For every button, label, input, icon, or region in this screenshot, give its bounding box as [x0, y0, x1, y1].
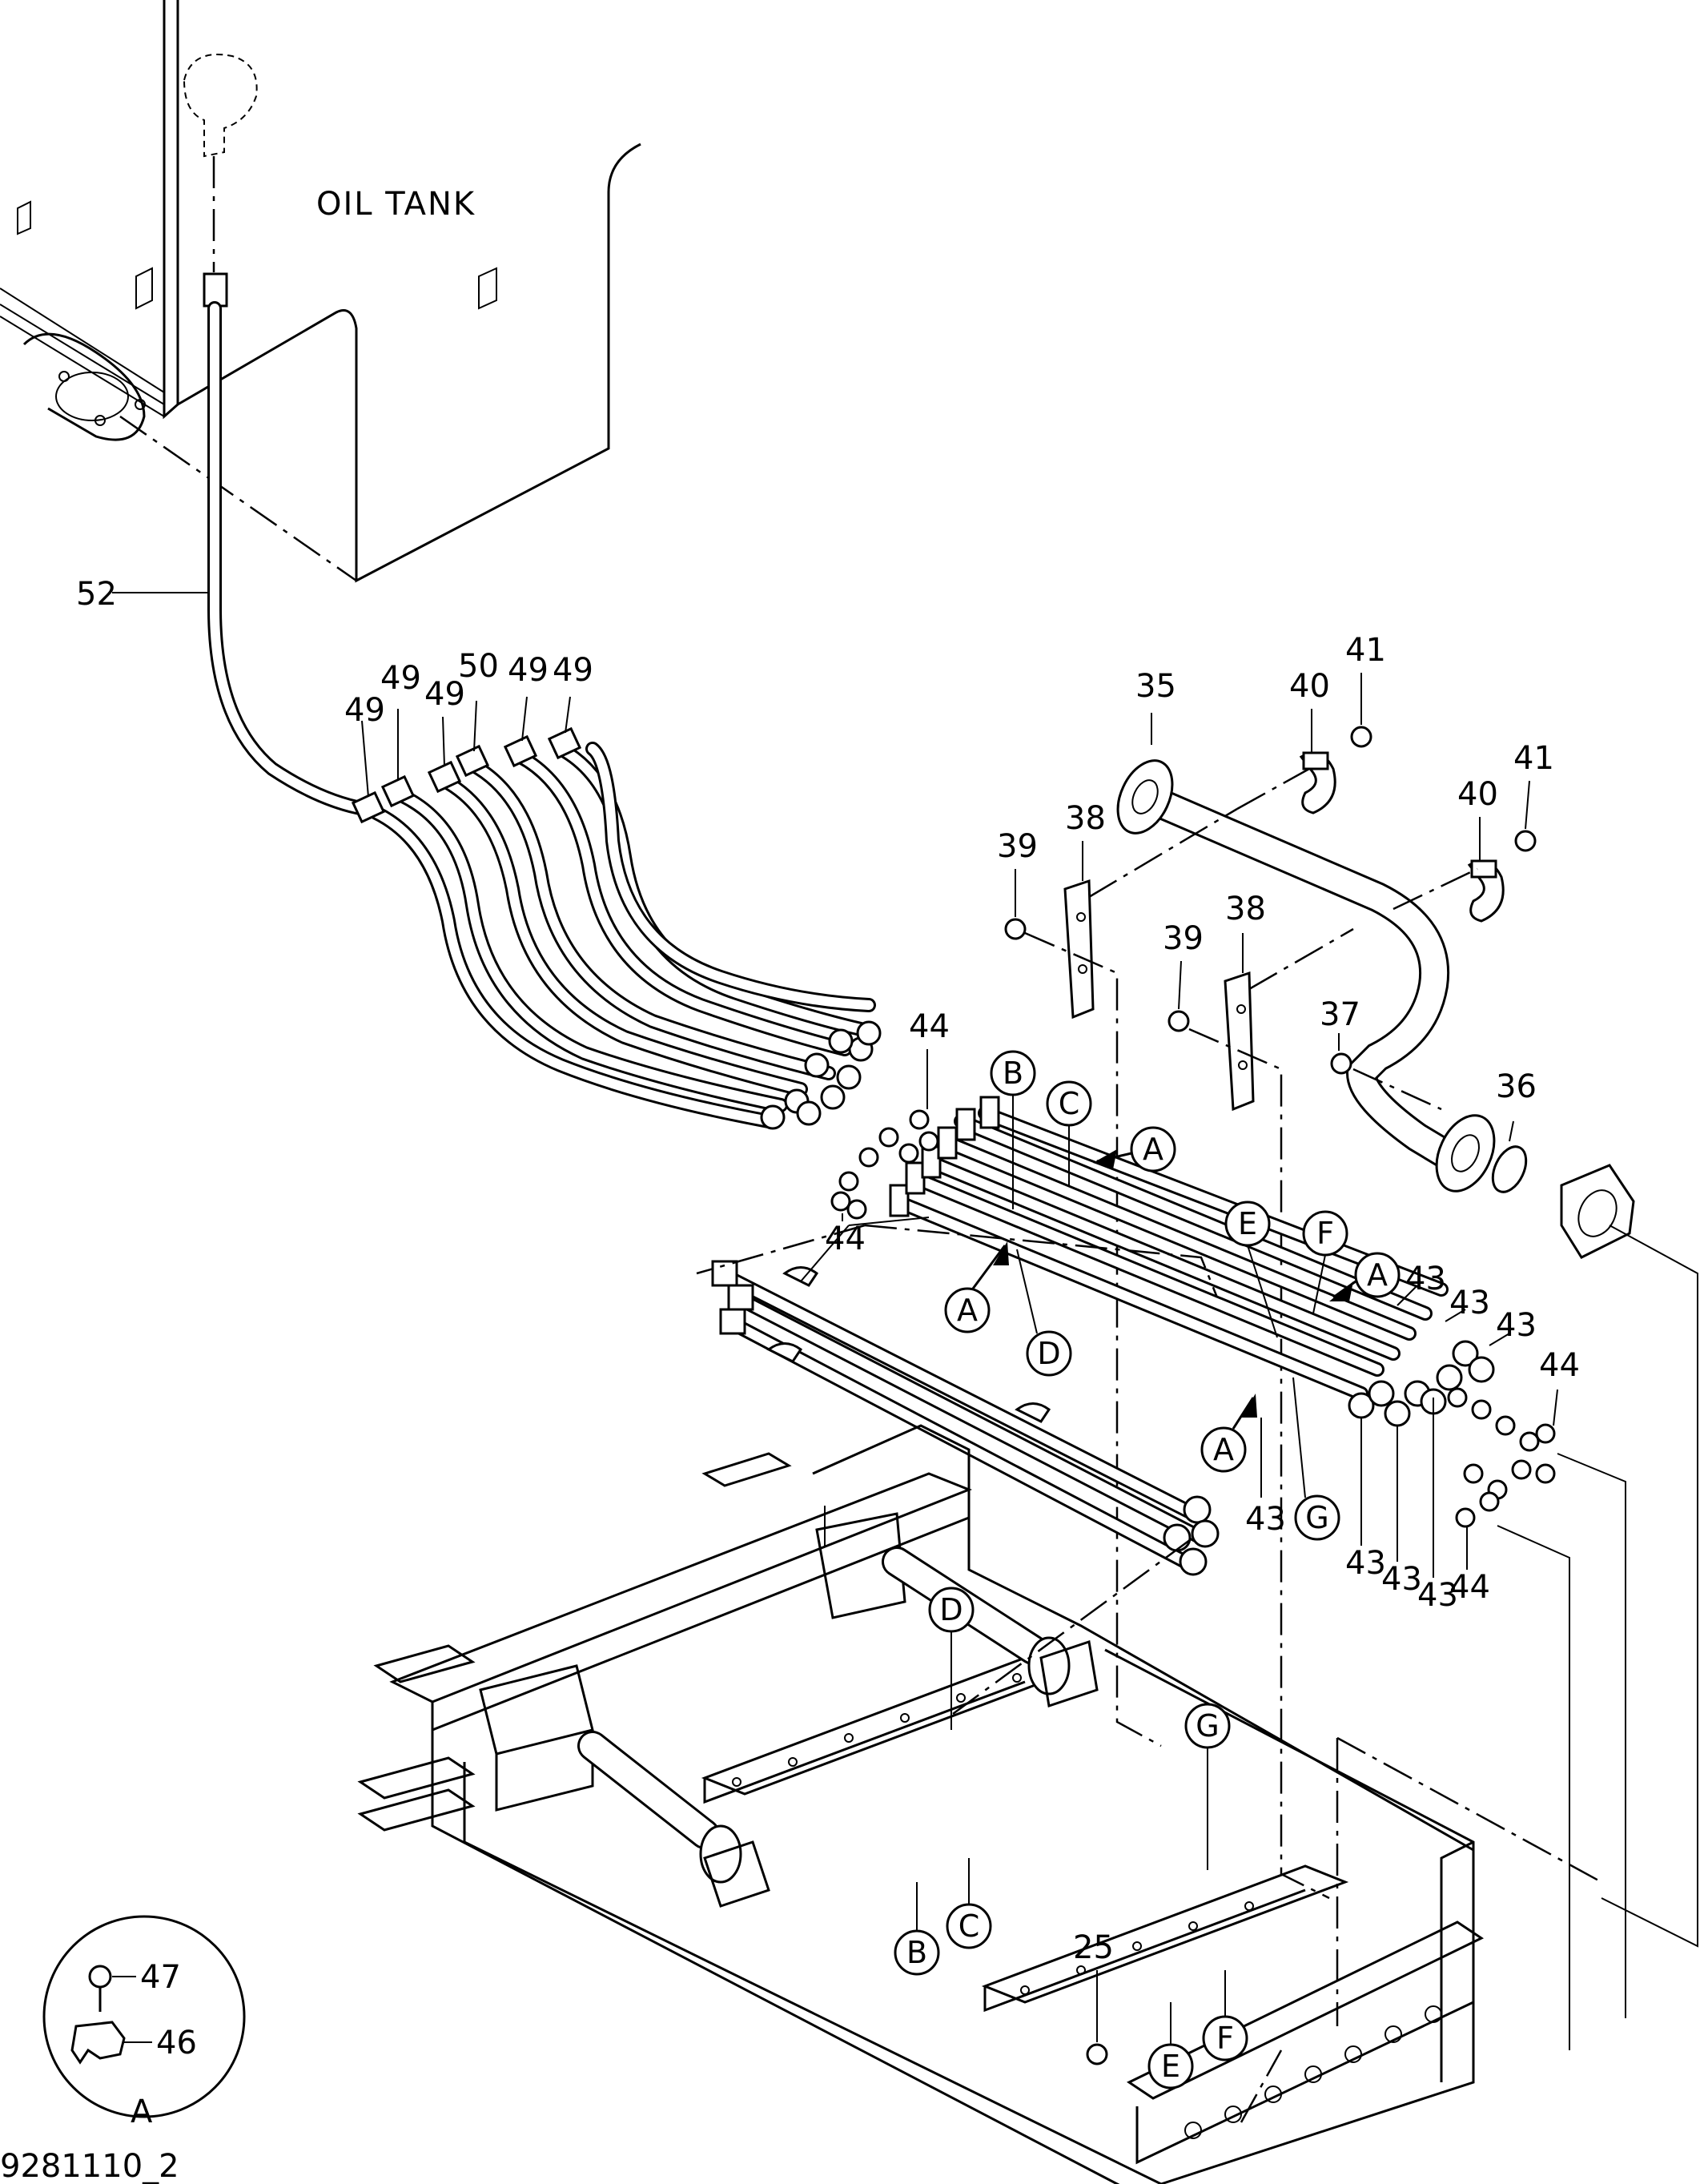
hose-assembly-lower: [711, 1217, 1220, 1576]
callout-d-lower-text: D: [939, 1592, 963, 1627]
callout-c-lower-text: C: [958, 1908, 980, 1944]
label-39-left: 39: [997, 828, 1038, 865]
callout-f-lower-text: F: [1216, 2021, 1234, 2056]
oil-tank: OIL TANK: [0, 0, 641, 583]
labels-43: 43 43 43 43 43 43 43: [1245, 1261, 1537, 1614]
label-40-lower: 40: [1457, 776, 1498, 813]
callout-a-3-text: A: [1367, 1257, 1388, 1293]
detail-view-a: 47 46 A: [42, 1915, 246, 2130]
callout-d-upper: D: [1016, 1249, 1072, 1377]
label-49-c: 49: [424, 676, 465, 713]
label-41-lower: 41: [1513, 740, 1554, 777]
label-36: 36: [1496, 1068, 1537, 1105]
oil-tank-label: OIL TANK: [316, 186, 476, 223]
callout-a-2: A: [944, 1241, 1009, 1333]
label-44-bottom: 44: [1449, 1569, 1490, 1606]
label-40-upper: 40: [1289, 668, 1330, 705]
clamp-40-upper: 40 41: [1236, 632, 1386, 814]
label-44-right: 44: [1539, 1347, 1580, 1384]
pipe-35: 35: [1116, 668, 1496, 1193]
callout-g-upper: G: [1292, 1377, 1340, 1541]
callout-b-lower-text: B: [906, 1935, 927, 1970]
label-41-upper: 41: [1345, 632, 1386, 669]
callout-d-lower: D: [928, 1587, 975, 1730]
label-38-right: 38: [1225, 891, 1266, 927]
callout-g-upper-text: G: [1305, 1500, 1328, 1535]
callout-e-upper: E: [1224, 1201, 1278, 1338]
label-50: 50: [458, 648, 499, 685]
bracket-38-right: 38 39: [1163, 891, 1354, 1900]
label-35: 35: [1135, 668, 1176, 705]
callout-c-upper: C: [1046, 1080, 1092, 1185]
label-52: 52: [76, 576, 117, 613]
callout-a-1: A: [1093, 1126, 1176, 1172]
label-38-left: 38: [1065, 800, 1106, 837]
callout-e-lower: E: [1147, 2002, 1194, 2089]
hose-bundle-49-50: 49 49 49 50 49 49: [344, 648, 882, 1130]
label-49-a: 49: [344, 692, 385, 729]
label-43-c: 43: [1496, 1307, 1537, 1344]
label-49-b: 49: [380, 660, 421, 697]
label-44-upper: 44: [909, 1008, 950, 1045]
flange-block: [1560, 1164, 1698, 1948]
o-ring-36: 36: [1491, 1068, 1537, 1193]
hose-52: 52: [76, 272, 372, 816]
callout-b-lower: B: [894, 1882, 940, 1976]
callout-d-upper-text: D: [1037, 1336, 1060, 1371]
label-25: 25: [1073, 1929, 1114, 1966]
label-43-e: 43: [1345, 1545, 1386, 1582]
drawing-id: 9281110_2: [0, 2148, 179, 2184]
callout-a-2-text: A: [957, 1293, 978, 1328]
callout-e-lower-text: E: [1161, 2049, 1180, 2084]
callout-f-lower: F: [1202, 1970, 1248, 2061]
callout-c-upper-text: C: [1059, 1086, 1080, 1121]
detail-label-47: 47: [140, 1959, 181, 1996]
label-43-f: 43: [1381, 1561, 1422, 1598]
clamp-40-lower: 40 41: [1393, 740, 1554, 923]
fittings-44-left: 44 44: [825, 1008, 950, 1257]
machine-frame: [357, 1224, 1602, 2184]
fittings-44-right: 44 44: [1447, 1347, 1626, 2050]
callout-f-upper: F: [1302, 1210, 1348, 1314]
label-43-g: 43: [1417, 1577, 1458, 1614]
label-49-d: 49: [508, 652, 549, 689]
tank-breather: [183, 54, 258, 272]
hose-assembly-center: [889, 1096, 1495, 1427]
callout-c-lower: C: [946, 1858, 992, 1949]
label-43-d: 43: [1245, 1501, 1286, 1538]
label-37: 37: [1320, 996, 1360, 1033]
bracket-38-left: 38 39: [997, 800, 1238, 1748]
detail-label-a: A: [131, 2094, 153, 2130]
label-43-b: 43: [1449, 1285, 1490, 1321]
label-49-e: 49: [553, 652, 593, 689]
callout-a-4-text: A: [1213, 1432, 1234, 1467]
callout-a-3: A: [1329, 1252, 1401, 1301]
callout-a-1-text: A: [1143, 1132, 1163, 1167]
callout-a-4: A: [1200, 1394, 1257, 1473]
callout-g-lower: G: [1184, 1703, 1231, 1870]
bolt-25: 25: [1073, 1929, 1114, 2065]
label-43-a: 43: [1405, 1261, 1446, 1297]
label-39-right: 39: [1163, 920, 1204, 957]
callout-b-upper: B: [990, 1050, 1036, 1209]
callout-g-lower-text: G: [1196, 1708, 1219, 1744]
callout-f-upper-text: F: [1316, 1216, 1334, 1251]
detail-label-46: 46: [156, 2025, 197, 2061]
bolt-37: 37: [1320, 996, 1442, 1111]
callout-b-upper-text: B: [1003, 1056, 1023, 1091]
callout-e-upper-text: E: [1238, 1206, 1257, 1241]
